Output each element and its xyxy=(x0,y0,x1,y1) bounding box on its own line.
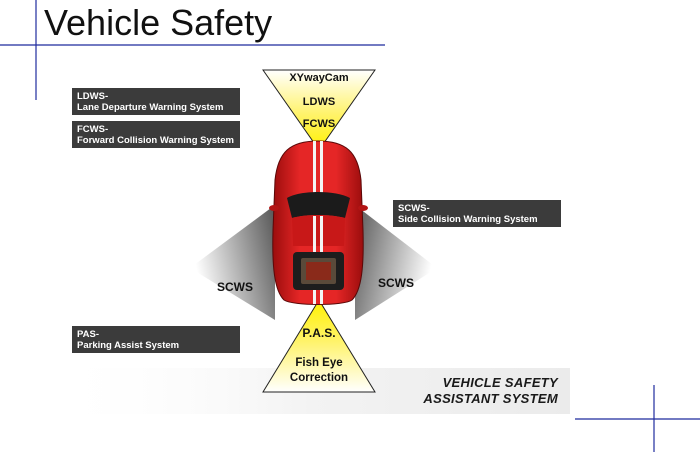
car-mirror-right xyxy=(358,205,368,211)
scws-label-abbr: SCWS- xyxy=(398,203,430,214)
car-top-view xyxy=(269,140,368,305)
slide-title: Vehicle Safety xyxy=(44,2,273,43)
front-ldws-text: LDWS xyxy=(302,96,336,108)
ldws-label-desc: Lane Departure Warning System xyxy=(77,102,224,113)
fcws-label-abbr: FCWS- xyxy=(77,124,109,135)
right-scws-text: SCWS xyxy=(378,276,414,290)
left-side-zone xyxy=(190,205,275,320)
pas-label: PAS- Parking Assist System xyxy=(72,326,240,353)
ldws-label-abbr: LDWS- xyxy=(77,91,109,102)
scws-label: SCWS- Side Collision Warning System xyxy=(393,200,561,227)
car-roof xyxy=(292,215,345,246)
roof-stripe-right xyxy=(320,216,323,246)
pas-label-desc: Parking Assist System xyxy=(77,340,180,351)
left-scws-text: SCWS xyxy=(217,280,253,294)
rear-pas-text: P.A.S. xyxy=(302,326,336,340)
car-mirror-left xyxy=(269,205,279,211)
right-side-zone xyxy=(355,205,437,320)
rear-camera-zone xyxy=(262,299,376,393)
car-engine-detail xyxy=(306,262,331,280)
ldws-label: LDWS- Lane Departure Warning System xyxy=(72,88,240,115)
front-fcws-text: FCWS xyxy=(302,118,336,130)
pas-label-abbr: PAS- xyxy=(77,329,99,340)
roof-stripe-left xyxy=(313,216,316,246)
brand-line1: VEHICLE SAFETY xyxy=(442,375,558,390)
car-windshield xyxy=(287,192,350,218)
scws-label-desc: Side Collision Warning System xyxy=(398,214,538,225)
brand-line2: ASSISTANT SYSTEM xyxy=(423,391,558,406)
front-camera-zone xyxy=(262,69,376,151)
brand-text: VEHICLE SAFETY ASSISTANT SYSTEM xyxy=(400,375,558,407)
fcws-label: FCWS- Forward Collision Warning System xyxy=(72,121,240,148)
fcws-label-desc: Forward Collision Warning System xyxy=(77,135,234,146)
rear-fisheye-text-line2: Correction xyxy=(289,372,349,384)
front-camera-text: XYwayCam xyxy=(289,72,349,84)
rear-fisheye-text-line1: Fish Eye xyxy=(295,357,343,369)
